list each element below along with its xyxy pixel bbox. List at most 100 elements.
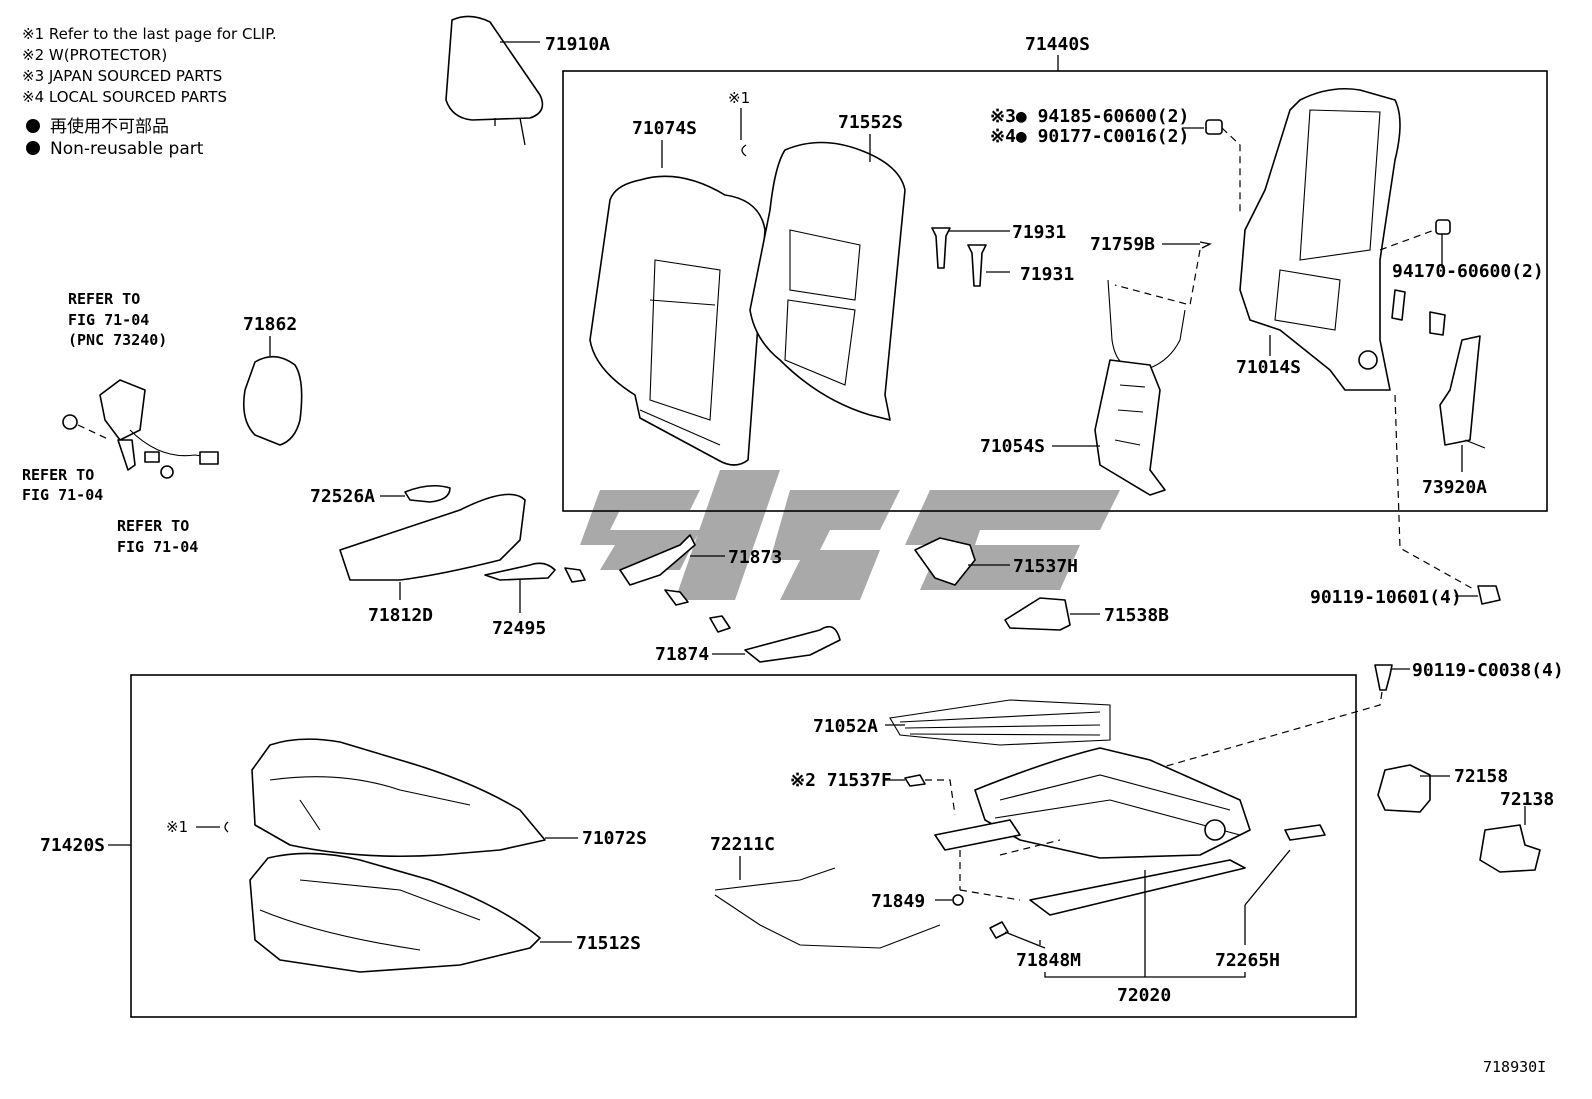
leader-line bbox=[1004, 931, 1046, 949]
label-72265H: 72265H bbox=[1215, 950, 1280, 971]
label-71759B: 71759B bbox=[1090, 234, 1155, 255]
seatback-cover-part bbox=[589, 175, 766, 466]
label-71931-b: 71931 bbox=[1020, 264, 1074, 285]
label-90177: ※4● 90177-C0016(2) bbox=[990, 126, 1189, 147]
label-71552S: 71552S bbox=[838, 112, 903, 133]
cushion-assembly-box bbox=[130, 674, 1357, 1018]
pin-part bbox=[931, 227, 987, 287]
label-90119-10601: 90119-10601(4) bbox=[1310, 587, 1462, 608]
bolt-icon bbox=[1374, 664, 1393, 691]
clip-icon bbox=[224, 821, 229, 833]
label-72211C: 72211C bbox=[710, 834, 775, 855]
ref-note-1b: FIG 71-04 bbox=[68, 311, 149, 329]
label-71512S: 71512S bbox=[576, 933, 641, 954]
label-71074S: 71074S bbox=[632, 118, 697, 139]
note-clip: ※1 Refer to the last page for CLIP. bbox=[22, 25, 277, 43]
label-71420S: 71420S bbox=[40, 835, 105, 856]
seatbelt-buckle-part bbox=[62, 379, 219, 479]
side-shield-part bbox=[1439, 335, 1486, 449]
lumbar-support-part bbox=[1094, 279, 1186, 496]
label-72020: 72020 bbox=[1117, 985, 1171, 1006]
nut-icon bbox=[1435, 219, 1451, 235]
label-94185: ※3● 94185-60600(2) bbox=[990, 106, 1189, 127]
cushion-cover-part bbox=[251, 738, 546, 858]
label-71874: 71874 bbox=[655, 644, 709, 665]
label-94170: 94170-60600(2) bbox=[1392, 261, 1544, 282]
ref-note-3a: REFER TO bbox=[117, 517, 189, 535]
label-71812D: 71812D bbox=[368, 605, 433, 626]
seat-spring-part bbox=[889, 699, 1111, 746]
dashed-leader bbox=[1394, 394, 1476, 591]
dashed-leader bbox=[925, 779, 956, 816]
ref-note-2b: FIG 71-04 bbox=[22, 486, 103, 504]
cover-part-4 bbox=[1479, 824, 1541, 873]
note-protector: ※2 W(PROTECTOR) bbox=[22, 46, 167, 64]
dashed-leader bbox=[1099, 691, 1383, 786]
cable-part bbox=[714, 867, 941, 949]
bolt-icon bbox=[1477, 585, 1501, 605]
cover-part-3 bbox=[1377, 764, 1431, 813]
label-71054S: 71054S bbox=[980, 436, 1045, 457]
dashed-leader bbox=[959, 889, 1021, 901]
cover-part-2 bbox=[744, 625, 841, 663]
watermark-logo bbox=[580, 470, 1120, 600]
label-72138: 72138 bbox=[1500, 789, 1554, 810]
clip-icon bbox=[741, 144, 747, 157]
label-71014S: 71014S bbox=[1236, 357, 1301, 378]
ref-note-1a: REFER TO bbox=[68, 290, 140, 308]
ref-note-3b: FIG 71-04 bbox=[117, 538, 198, 556]
lever-part bbox=[484, 562, 556, 581]
label-71873: 71873 bbox=[728, 547, 782, 568]
label-71538B: 71538B bbox=[1104, 605, 1169, 626]
label-72526A: 72526A bbox=[310, 486, 375, 507]
seatback-frame-part bbox=[1239, 87, 1446, 391]
bullet-icon bbox=[26, 141, 40, 155]
clip-mark-1: ※1 bbox=[728, 89, 750, 107]
label-71848M: 71848M bbox=[1016, 950, 1081, 971]
label-71910A: 71910A bbox=[545, 34, 610, 55]
leader-line bbox=[1244, 849, 1291, 906]
cushion-pad-part bbox=[249, 852, 541, 973]
bullet-icon bbox=[26, 119, 40, 133]
clip-mark-2: ※1 bbox=[166, 818, 188, 836]
bracket-part-2 bbox=[1004, 597, 1071, 631]
label-71052A: 71052A bbox=[813, 716, 878, 737]
screw-icon bbox=[709, 615, 731, 633]
label-71072S: 71072S bbox=[582, 828, 647, 849]
note-nonreusable-jp: 再使用不可部品 bbox=[50, 116, 169, 137]
label-71440S: 71440S bbox=[1025, 34, 1090, 55]
side-airbag-part bbox=[242, 355, 303, 446]
headrest-part bbox=[445, 15, 544, 146]
label-71537H: 71537H bbox=[1013, 556, 1078, 577]
label-71537F: ※2 71537F bbox=[790, 770, 892, 791]
label-90119-C0038: 90119-C0038(4) bbox=[1412, 660, 1564, 681]
figure-number: 718930I bbox=[1483, 1058, 1546, 1076]
clip-icon bbox=[989, 921, 1009, 939]
seatback-assembly-box bbox=[562, 70, 1548, 512]
dashed-leader bbox=[1114, 249, 1201, 306]
seat-frame-part bbox=[934, 747, 1326, 916]
dashed-leader bbox=[1221, 127, 1241, 212]
cushion-shield-part bbox=[339, 493, 526, 581]
label-73920A: 73920A bbox=[1422, 477, 1487, 498]
clip-icon bbox=[952, 894, 964, 906]
protector-icon bbox=[904, 774, 926, 787]
note-nonreusable-en: Non-reusable part bbox=[50, 139, 204, 159]
screw-icon bbox=[564, 567, 586, 583]
seatback-pad-part bbox=[749, 141, 906, 421]
cover-part bbox=[619, 534, 696, 586]
label-71931-a: 71931 bbox=[1012, 222, 1066, 243]
note-japan: ※3 JAPAN SOURCED PARTS bbox=[22, 67, 222, 85]
label-72495: 72495 bbox=[492, 618, 546, 639]
ref-note-1c: (PNC 73240) bbox=[68, 331, 167, 349]
screw-icon bbox=[664, 589, 689, 606]
bracket-part bbox=[914, 537, 976, 586]
clip-icon bbox=[1199, 241, 1212, 249]
dashed-leader bbox=[999, 839, 1061, 856]
label-71862: 71862 bbox=[243, 314, 297, 335]
ref-note-2a: REFER TO bbox=[22, 466, 94, 484]
dashed-leader bbox=[1379, 227, 1441, 251]
note-local: ※4 LOCAL SOURCED PARTS bbox=[22, 88, 227, 106]
label-71849: 71849 bbox=[871, 891, 925, 912]
